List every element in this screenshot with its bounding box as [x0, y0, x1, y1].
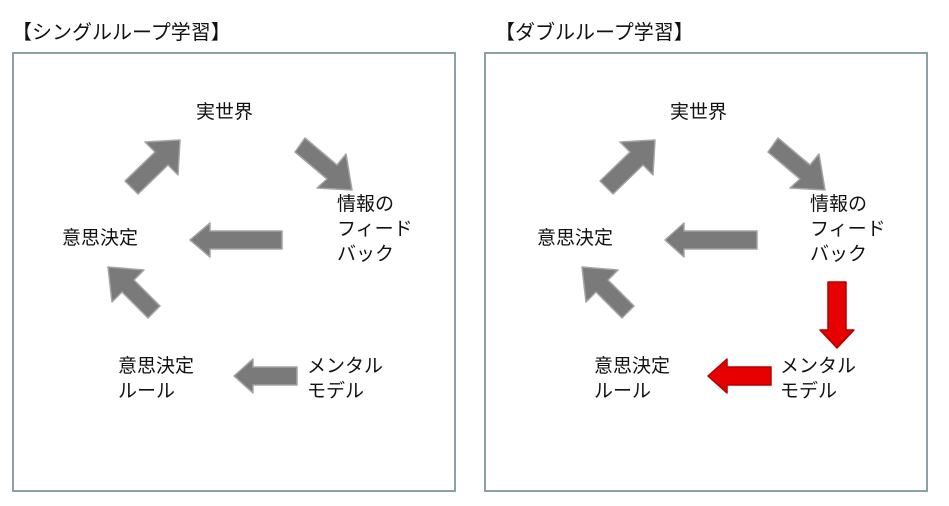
single-node-feedback: 情報の フィード バック	[337, 193, 413, 265]
double-node-real-world: 実世界	[670, 101, 728, 123]
double-arrow-to-feedback	[767, 137, 826, 191]
single-node-mental-model: メンタル モデル	[307, 355, 384, 402]
single-arrow-to-real-world	[124, 139, 181, 195]
double-arrow-to-decision	[581, 266, 635, 319]
double-arrow-to-real-world	[599, 139, 656, 195]
single-loop-frame	[12, 52, 456, 492]
double-arrow-mental-to-rules	[707, 358, 772, 394]
double-loop-frame	[484, 52, 928, 492]
single-arrow-mental-to-rules	[233, 358, 298, 394]
double-loop-title: 【ダブルループ学習】	[495, 20, 694, 44]
double-node-feedback: 情報の フィード バック	[810, 193, 886, 265]
double-node-decision-rules: 意思決定 ルール	[594, 355, 671, 402]
double-node-mental-model: メンタル モデル	[780, 355, 857, 402]
single-loop-title: 【シングルループ学習】	[12, 20, 231, 44]
double-arrow-feedback-to-mental-model	[819, 281, 855, 349]
single-node-decision-rules: 意思決定 ルール	[118, 355, 195, 402]
single-node-real-world: 実世界	[196, 101, 254, 123]
single-arrow-to-decision	[107, 266, 161, 319]
double-node-decision: 意思決定	[537, 227, 614, 249]
double-arrow-feedback-to-decision	[664, 222, 758, 258]
single-arrow-feedback-to-decision	[189, 222, 283, 258]
single-node-decision: 意思決定	[62, 227, 139, 249]
single-arrow-to-feedback	[294, 137, 353, 191]
